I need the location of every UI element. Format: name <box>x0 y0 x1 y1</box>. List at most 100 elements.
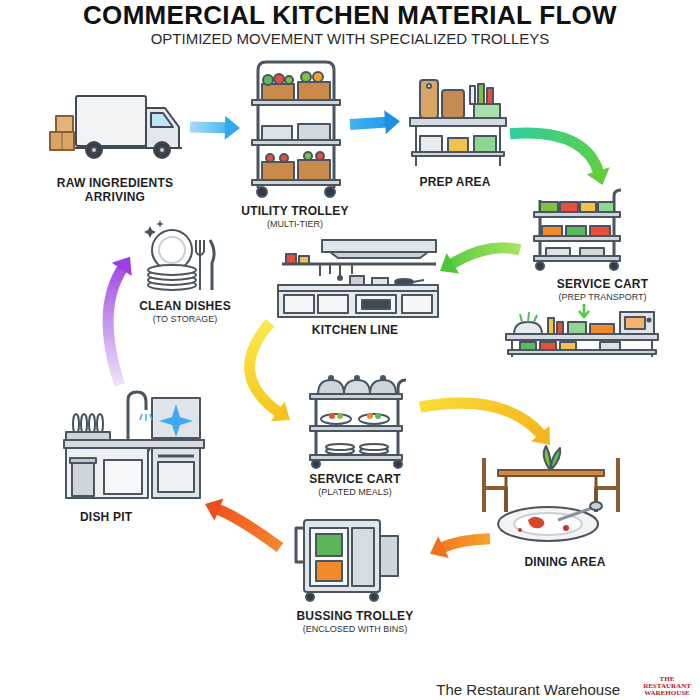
prep-station-icon-part <box>506 334 658 340</box>
utility-trolley-icon-part <box>285 76 293 84</box>
brand-logo: THE RESTAURANT WAREHOUSE <box>636 676 698 697</box>
prep-cart-icon-part <box>560 202 578 212</box>
prep-cart-icon-part <box>534 256 620 261</box>
prep-table-icon-part <box>470 86 475 104</box>
plated-cart-icon-part <box>326 444 354 450</box>
plated-cart-icon-part <box>381 376 385 380</box>
bussing-trolley-icon-part <box>310 528 348 586</box>
plated-cart-icon-part <box>310 394 402 399</box>
station-node: RAW INGREDIENTS ARRIVING <box>40 85 190 205</box>
prep-table-icon <box>410 80 506 166</box>
bussing-trolley-icon-part <box>316 561 342 581</box>
kitchen-line-icon-part <box>338 276 342 280</box>
bussing-trolley-icon-part <box>306 593 314 601</box>
kitchen-line-icon-part <box>402 295 432 313</box>
bussing-trolley-icon-part <box>304 520 380 592</box>
kitchen-line-icon-part <box>320 264 352 277</box>
prep-table-icon-part <box>474 104 500 118</box>
prep-table-icon-part <box>410 118 506 126</box>
station-node: KITCHEN LINE <box>270 235 440 338</box>
brand-name: The Restaurant Warehouse <box>380 681 620 698</box>
station-name: DINING AREA <box>524 556 605 570</box>
truck-icon-part <box>91 147 97 153</box>
flow-arrow <box>350 110 400 134</box>
dish-pit-icon-part <box>158 462 194 492</box>
prep-table-icon-part <box>427 84 431 88</box>
prep-table-icon-part <box>487 88 493 104</box>
arrow-head <box>384 110 400 134</box>
arrow-shaft <box>451 248 520 264</box>
prep-cart-icon-part <box>540 190 621 262</box>
plated-cart-icon-part <box>367 413 373 419</box>
clean-dishes-icon-part <box>210 240 214 290</box>
plated-cart-icon-part <box>312 460 320 468</box>
prep-station-icon-part <box>600 342 620 350</box>
prep-station-icon-part <box>620 312 654 334</box>
truck-icon-part <box>50 132 74 150</box>
kitchen-line-icon-part <box>356 295 396 313</box>
station-name: KITCHEN LINE <box>312 324 398 338</box>
kitchen-line-icon-part <box>278 290 438 292</box>
arrow-shaft <box>108 268 123 385</box>
utility-trolley-icon-part <box>280 154 288 162</box>
dining-table-icon-part <box>484 458 506 512</box>
bussing-trolley-icon-part <box>352 528 374 586</box>
kitchen-line-icon-part <box>372 278 388 285</box>
kitchen-line-icon-part <box>413 280 424 282</box>
kitchen-line-icon-part <box>350 276 364 285</box>
station-name: SERVICE CART <box>557 278 649 292</box>
prep-cart-icon-part <box>534 236 620 241</box>
utility-trolley-icon-part <box>313 72 323 82</box>
arrow-head <box>440 253 459 274</box>
station-node: CLEAN DISHES(TO STORAGE) <box>130 220 240 325</box>
dish-pit-icon-part <box>152 398 200 438</box>
prep-cart-icon-part <box>566 226 586 236</box>
utility-trolley-icon-part <box>301 72 311 82</box>
utility-trolley-icon-part <box>262 84 294 100</box>
truck-icon-part <box>56 116 73 132</box>
flow-arrow <box>510 133 610 185</box>
prep-table-icon-part <box>478 84 484 104</box>
prep-station-icon-part <box>579 304 589 317</box>
truck-icon-part <box>86 142 102 158</box>
bussing-trolley-icon-part <box>380 536 398 576</box>
station-node: DISH PIT <box>50 385 205 525</box>
plated-cart-icon-part <box>355 376 359 380</box>
flow-arrow <box>440 248 520 274</box>
bussing-trolley-icon-part <box>296 528 304 562</box>
station-name: RAW INGREDIENTS ARRIVING <box>40 177 190 205</box>
dining-table-icon-part <box>544 446 551 470</box>
prep-station-icon <box>506 304 658 357</box>
arrow-head <box>225 116 240 140</box>
station-node: SERVICE CART(PREP TRANSPORT) <box>520 185 685 303</box>
prep-cart-icon-part <box>542 226 562 236</box>
arrow-head <box>531 426 550 445</box>
dining-table-icon-part <box>518 528 522 532</box>
station-node: UTILITY TROLLEY(MULTI-TIER) <box>240 60 350 230</box>
plated-cart-icon-part <box>370 380 396 394</box>
dish-pit-icon <box>64 392 204 498</box>
utility-trolley-icon-part <box>263 75 273 85</box>
clean-dishes-icon-part <box>159 237 185 263</box>
prep-table-icon-part <box>442 90 464 118</box>
plated-cart-icon-part <box>316 380 406 462</box>
prep-station-icon-part <box>520 312 537 322</box>
kitchen-line-icon-part <box>284 295 314 313</box>
station-name: SERVICE CART <box>309 473 401 487</box>
utility-trolley-icon-part <box>258 62 334 188</box>
station-note: (PREP TRANSPORT) <box>558 292 646 303</box>
utility-trolley-icon-part <box>266 154 274 162</box>
flow-arrow <box>108 257 132 385</box>
dish-pit-icon-part <box>66 432 110 440</box>
prep-cart-icon-part <box>546 248 570 256</box>
prep-table-icon-part <box>420 80 438 118</box>
arrow-head <box>430 536 449 558</box>
kitchen-line-icon-part <box>322 240 436 252</box>
prep-station-icon-part <box>508 350 656 354</box>
dish-pit-icon-part <box>66 448 148 498</box>
plated-cart-icon-part <box>359 414 389 424</box>
bussing-trolley-icon-part <box>316 534 342 556</box>
dining-table-icon-part <box>558 508 592 520</box>
kitchen-line-icon-part <box>362 300 390 309</box>
